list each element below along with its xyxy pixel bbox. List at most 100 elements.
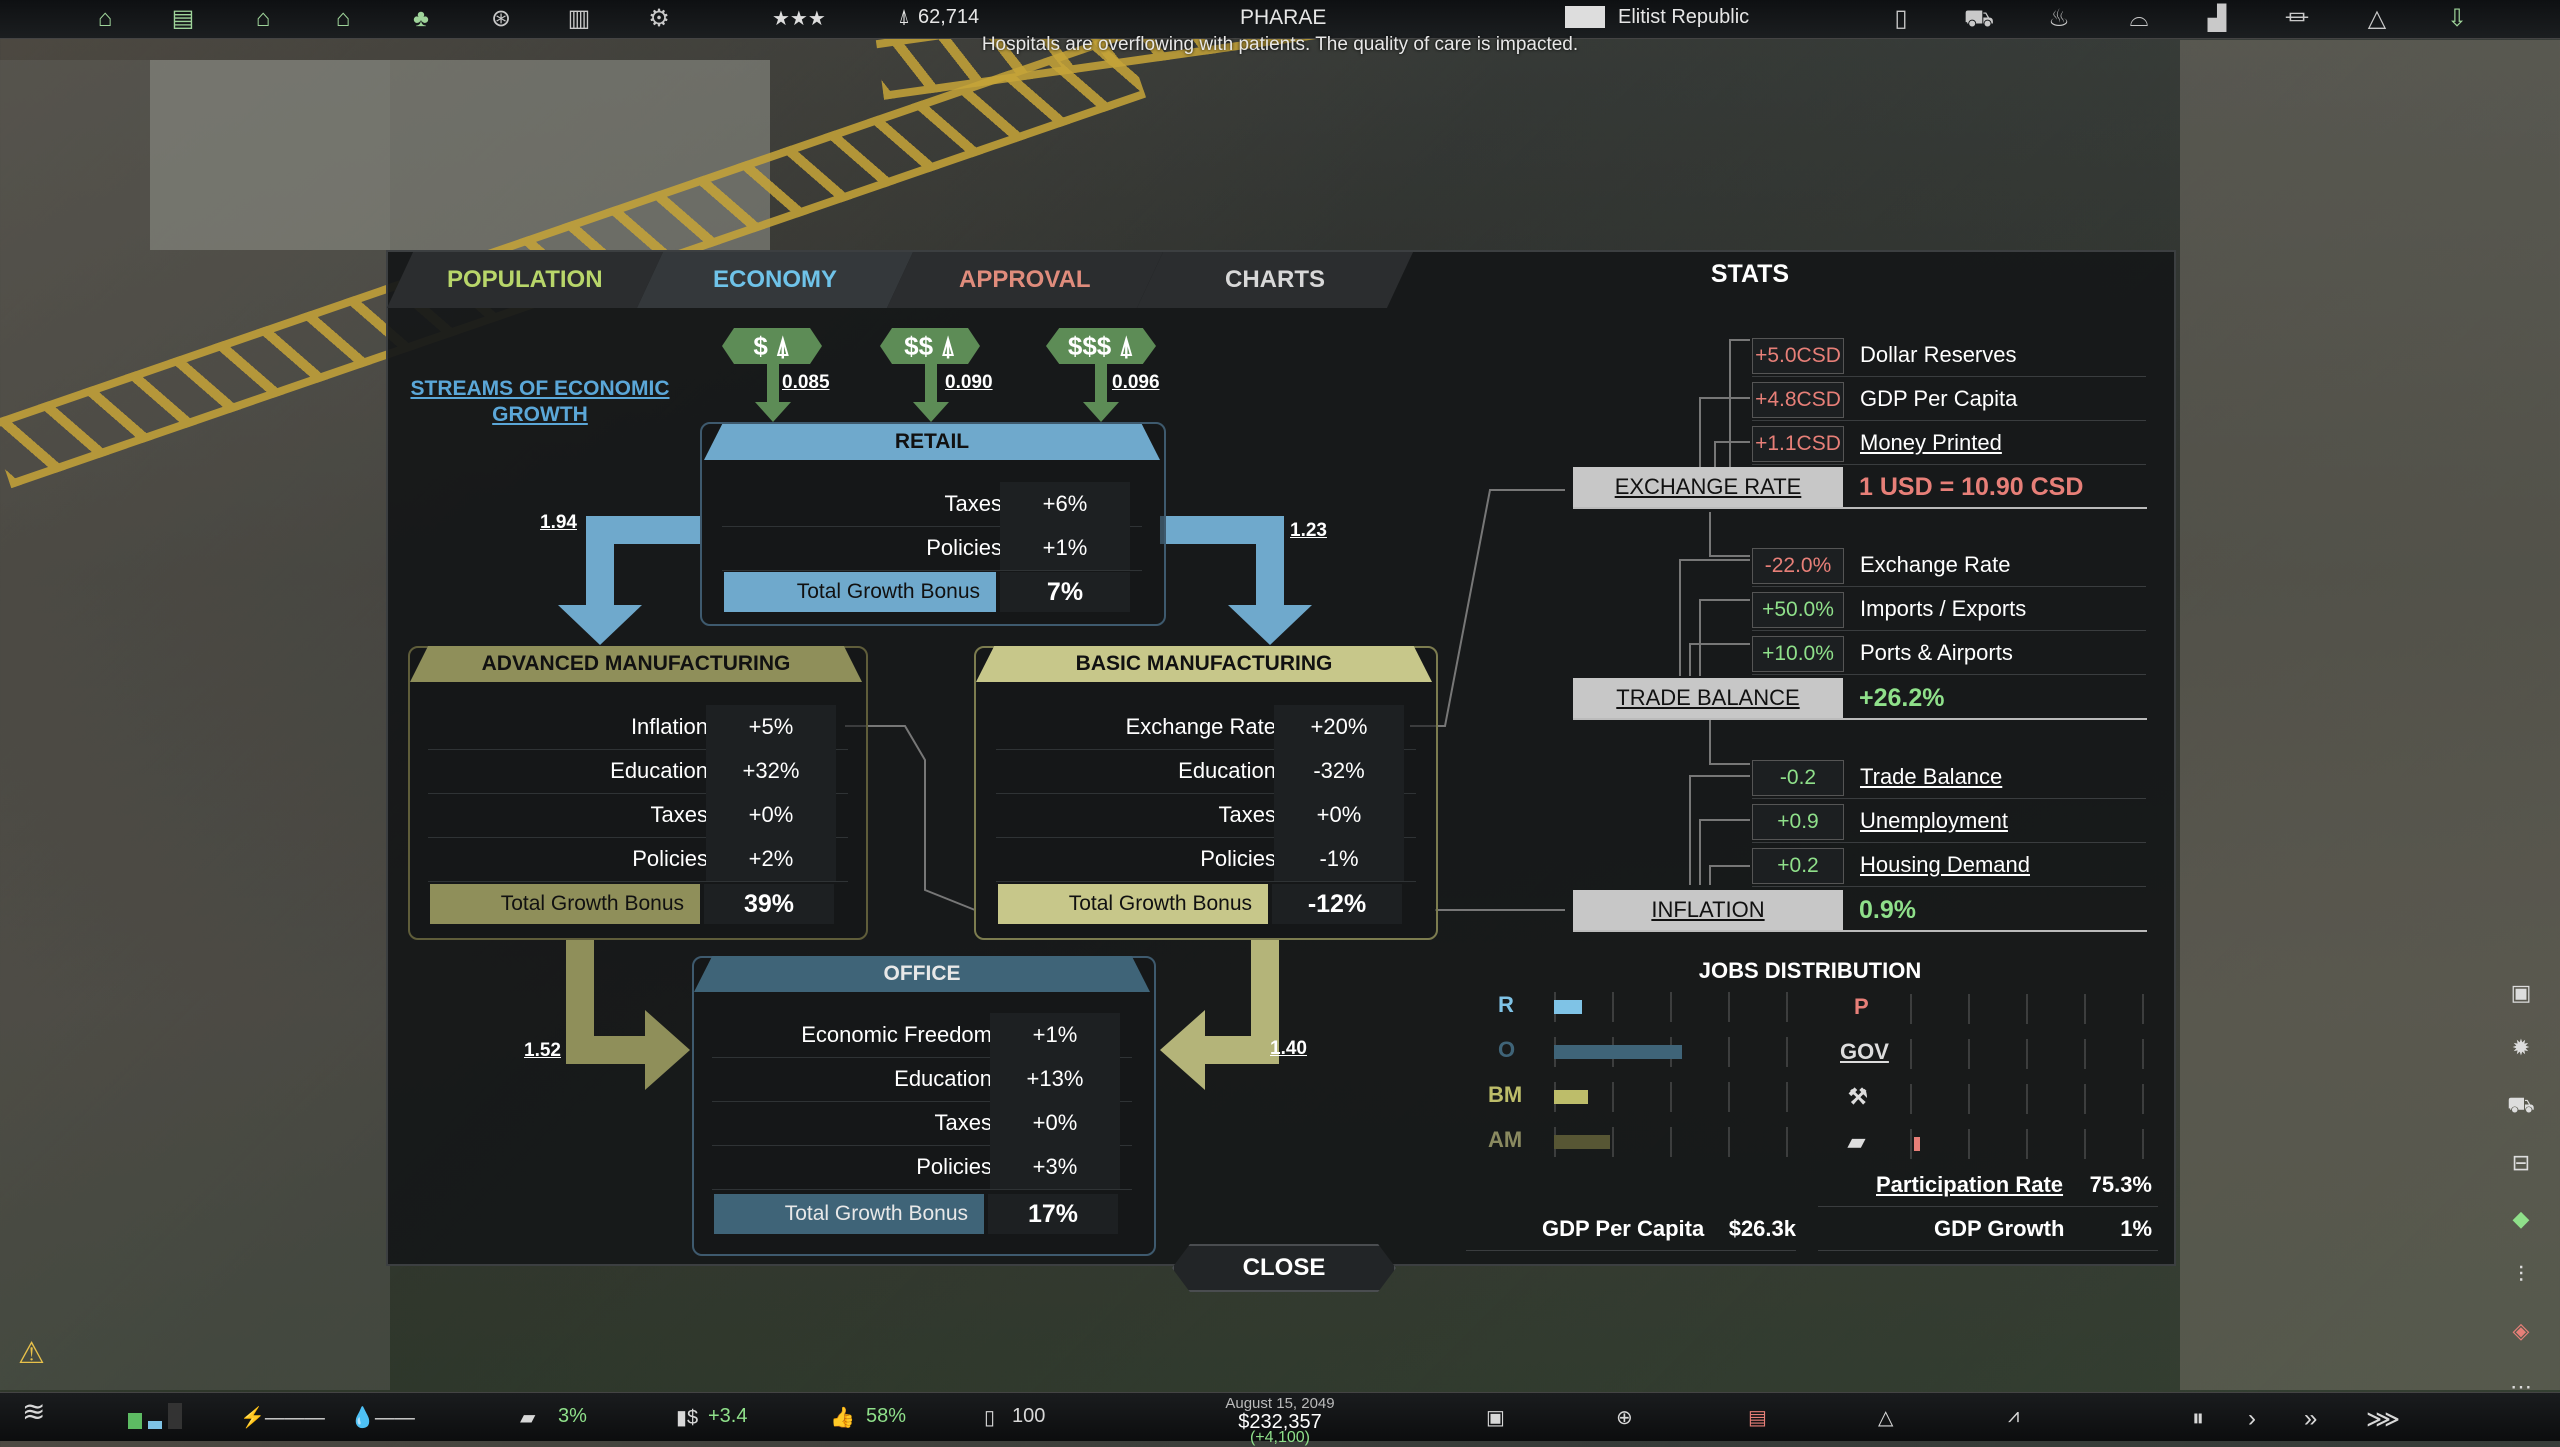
flow-right-bottom-value: 1.40	[1270, 1038, 1307, 1059]
demand-bar-c	[148, 1421, 162, 1429]
population-count: 62,714	[918, 6, 980, 28]
approval-value: 58%	[866, 1405, 907, 1427]
tier-3-value: 0.096	[1112, 372, 1160, 393]
wheel-icon[interactable]: ⊛	[490, 5, 512, 32]
adv-total-value: 39%	[704, 884, 834, 924]
city-name[interactable]: PHARAE	[1240, 6, 1327, 29]
flow-left-bottom-value: 1.52	[524, 1040, 561, 1061]
buildings-icon[interactable]: ▥	[567, 5, 591, 32]
globe-icon[interactable]: ⊕	[1616, 1407, 1633, 1429]
adv-row-taxes: Taxes+0%	[428, 793, 848, 838]
bottom-bar: ≋ ⚡——— 💧—— ▰ 3% ▮$ +3.4 👍 58% ▯ 100 Augu…	[0, 1392, 2560, 1446]
stat-inflation-trade-balance[interactable]: -0.2 Trade Balance	[1752, 756, 2146, 799]
jobs-row-gov[interactable]: GOV	[1818, 1039, 2158, 1069]
play-button[interactable]: ›	[2248, 1405, 2256, 1432]
diamond-icon[interactable]: ◆	[2512, 1206, 2530, 1231]
tier-3-badge: $$$ ⍋	[1046, 328, 1156, 364]
basic-row-education: Education-32%	[996, 749, 1416, 794]
inflation-row: INFLATION 0.9%	[1573, 890, 2147, 932]
office-row-education: Education+13%	[712, 1057, 1132, 1102]
fast-forward-button[interactable]: »	[2304, 1405, 2318, 1432]
basic-total-value: -12%	[1272, 884, 1402, 924]
tier-1-badge: $ ⍋	[722, 328, 822, 364]
income-value: +3.4	[708, 1405, 748, 1427]
office-total-label: Total Growth Bonus	[714, 1194, 984, 1234]
notification-text: Hospitals are overflowing with patients.…	[981, 34, 1579, 55]
adv-row-education: Education+32%	[428, 749, 848, 794]
truck-icon[interactable]: ⛟	[2507, 1092, 2535, 1117]
unemployment-icon: ▰	[520, 1407, 536, 1429]
bank-icon[interactable]: ⏛	[2285, 5, 2309, 32]
stat-housing-demand[interactable]: +0.2 Housing Demand	[1752, 844, 2146, 887]
jobs-row-r: R	[1466, 992, 1796, 1022]
layers-icon[interactable]: ≋	[22, 1396, 46, 1427]
tier-2-value: 0.090	[945, 372, 993, 393]
power-slider-icon[interactable]: ⚡———	[240, 1407, 325, 1429]
flow-right-top-value: 1.23	[1290, 520, 1327, 541]
money-delta-text: (+4,100)	[1249, 1429, 1311, 1446]
document-icon[interactable]: ▤	[1748, 1407, 1767, 1429]
approval-icon: 👍	[830, 1407, 855, 1429]
money-text[interactable]: $232,357	[1238, 1411, 1322, 1433]
pause-button[interactable]: ⏸	[2192, 1405, 2204, 1432]
building-icon[interactable]: ▯	[1894, 5, 1908, 32]
money-icon[interactable]: ▣	[1486, 1407, 1505, 1429]
transport-icon[interactable]: ⛟	[1963, 5, 1995, 32]
utilities-icon[interactable]: ♨	[2048, 5, 2070, 32]
date-text: August 15, 2049	[1225, 1395, 1335, 1412]
retail-title: RETAIL	[704, 424, 1160, 460]
adv-total-label: Total Growth Bonus	[430, 884, 700, 924]
jobs-title: JOBS DISTRIBUTION	[1698, 958, 1922, 983]
warning-icon[interactable]: ⚠	[18, 1337, 45, 1370]
agriculture-icon[interactable]: ♣	[413, 5, 429, 32]
retail-total-value: 7%	[1000, 572, 1130, 612]
jobs-row-p: P	[1818, 994, 2158, 1024]
jobs-row-am: AM	[1466, 1127, 1796, 1157]
triangle-bottom-icon[interactable]: △	[1878, 1407, 1894, 1429]
car-icon[interactable]: ⊟	[2511, 1150, 2531, 1175]
stat-unemployment[interactable]: +0.9 Unemployment	[1752, 800, 2146, 843]
tier-2-arrow	[913, 364, 949, 422]
retail-row-policies: Policies +1%	[722, 526, 1142, 571]
basic-row-exchange-rate: Exchange Rate+20%	[996, 705, 1416, 750]
services-icon[interactable]: ⌂	[335, 5, 351, 32]
adv-row-inflation: Inflation+5%	[428, 705, 848, 750]
background-building-left	[0, 60, 390, 1390]
basic-total-label: Total Growth Bonus	[998, 884, 1268, 924]
jobs-row-o: O	[1466, 1037, 1796, 1067]
stat-imports-exports: +50.0% Imports / Exports	[1752, 588, 2146, 631]
factory-icon-right[interactable]: ▟	[2207, 5, 2227, 32]
stat-money-printed[interactable]: +1.1CSD Money Printed	[1752, 422, 2146, 465]
office-row-taxes: Taxes+0%	[712, 1101, 1132, 1146]
fastest-forward-button[interactable]: ⋙	[2366, 1406, 2401, 1433]
basic-manufacturing-title: BASIC MANUFACTURING	[976, 646, 1432, 682]
office-row-economic-freedom: Economic Freedom+1%	[712, 1013, 1132, 1058]
chart-icon[interactable]: ⩘	[2008, 1405, 2020, 1427]
factory-icon[interactable]: ⚙	[648, 5, 670, 32]
residential-icon[interactable]: ⌂	[97, 5, 113, 32]
flow-left-top-value: 1.94	[540, 512, 577, 533]
stat-trade-exchange-rate: -22.0% Exchange Rate	[1752, 544, 2146, 587]
streams-link[interactable]: STREAMS OF ECONOMIC GROWTH	[410, 377, 670, 426]
office-total-value: 17%	[988, 1194, 1118, 1234]
industrial-icon[interactable]: ⌂	[255, 5, 271, 32]
sliders-icon[interactable]: ⫶	[2518, 1262, 2524, 1287]
retail-total-label: Total Growth Bonus	[724, 572, 996, 612]
close-button[interactable]: CLOSE	[1172, 1244, 1396, 1292]
jobs-row-services: ▰	[1818, 1129, 2158, 1159]
gdp-growth-row: GDP Growth 1%	[1818, 1216, 2158, 1251]
bridge-icon[interactable]: ⌓	[2129, 5, 2149, 32]
triangle-icon[interactable]: △	[2367, 5, 2387, 32]
commercial-icon[interactable]: ▤	[171, 5, 195, 32]
import-icon[interactable]: ⇩	[2446, 5, 2468, 32]
government-type[interactable]: Elitist Republic	[1618, 6, 1750, 28]
gear-icon[interactable]: ✹	[2511, 1035, 2531, 1060]
tier-2-badge: $$ ⍋	[880, 328, 980, 364]
alert-diamond-icon[interactable]: ◈	[2512, 1318, 2530, 1343]
office-title: OFFICE	[694, 956, 1150, 992]
basic-row-policies: Policies-1%	[996, 837, 1416, 882]
save-icon[interactable]: ▣	[2510, 980, 2532, 1005]
background-building-right	[2180, 40, 2560, 1390]
water-slider-icon[interactable]: 💧——	[350, 1407, 415, 1429]
